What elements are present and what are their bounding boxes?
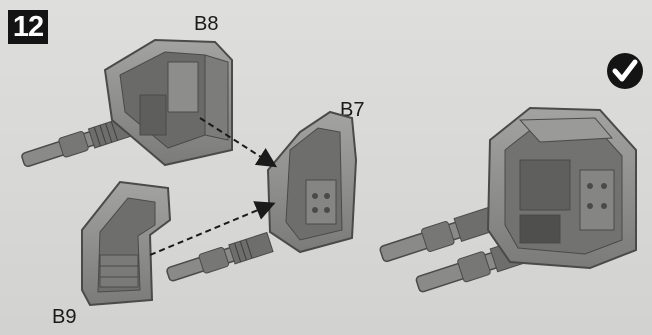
assembled-turret (378, 108, 636, 304)
part-b8 (20, 40, 232, 170)
part-b9 (82, 182, 170, 305)
checkmark-icon (606, 52, 644, 90)
